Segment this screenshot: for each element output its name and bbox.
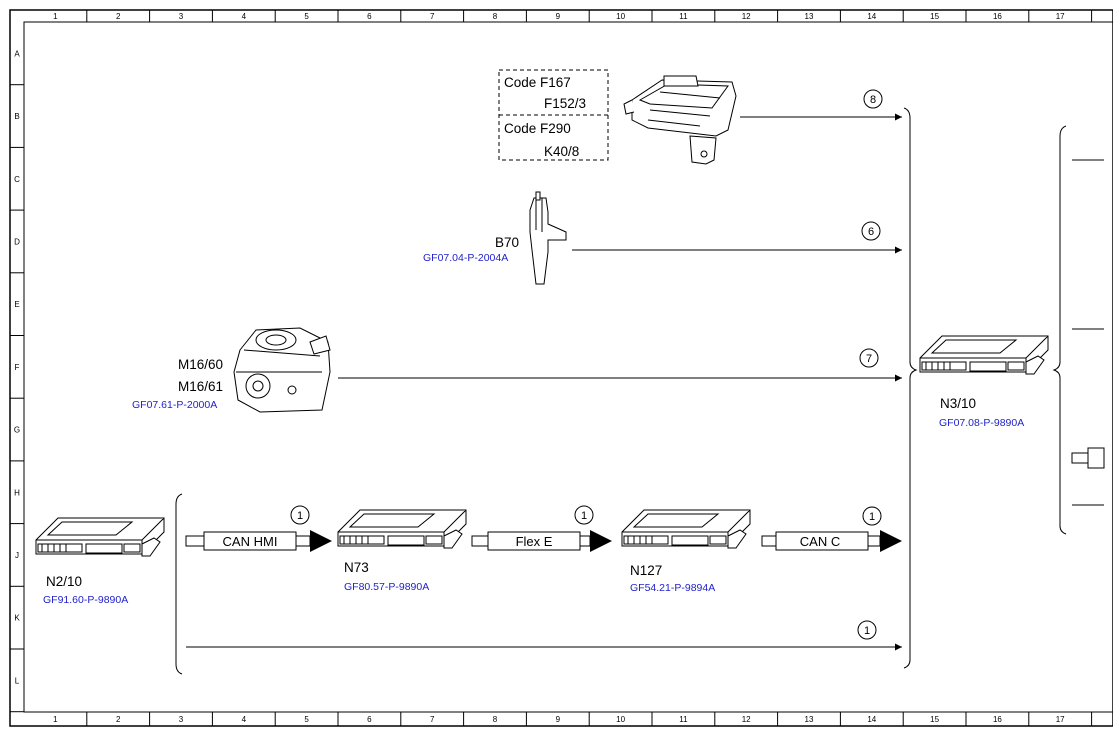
svg-text:1: 1 xyxy=(869,511,875,523)
grid-column-label: 12 xyxy=(742,12,751,21)
n2-10-label: N2/10 xyxy=(46,574,82,589)
svg-text:8: 8 xyxy=(870,94,876,106)
grid-column-label: 8 xyxy=(493,715,498,724)
grid-row-label: H xyxy=(14,488,20,497)
grid-row-label: F xyxy=(15,363,20,372)
grid-column-label: 3 xyxy=(179,715,184,724)
grid-column-label: 3 xyxy=(179,12,184,21)
grid-column-label: 2 xyxy=(116,12,121,21)
svg-text:1: 1 xyxy=(297,510,303,522)
grid-column-label: 16 xyxy=(993,12,1002,21)
grid-row-label: L xyxy=(15,676,20,685)
grid-row-label: D xyxy=(14,237,20,246)
grid-row-label: G xyxy=(14,426,20,435)
n3-10-ref: GF07.08-P-9890A xyxy=(939,417,1024,429)
svg-text:6: 6 xyxy=(868,226,874,238)
ezs-control-unit-icon xyxy=(337,509,467,549)
grid-column-label: 17 xyxy=(1056,12,1065,21)
grid-column-label: 1 xyxy=(53,715,58,724)
signal-circle-7: 7 xyxy=(859,348,879,368)
n3-10-label: N3/10 xyxy=(940,396,976,411)
signal-circle-bus-1: 1 xyxy=(290,505,310,525)
option-part-1: F152/3 xyxy=(544,96,586,111)
n73-label: N73 xyxy=(344,560,369,575)
n127-label: N127 xyxy=(630,563,662,578)
n127-ref: GF54.21-P-9894A xyxy=(630,582,715,594)
bus-can-c: CAN C xyxy=(761,530,902,552)
grid-column-label: 11 xyxy=(679,12,688,21)
option-code-2: Code F290 xyxy=(504,121,571,136)
b70-label: B70 xyxy=(495,235,519,250)
grid-column-label: 1 xyxy=(53,12,58,21)
svg-text:1: 1 xyxy=(864,625,870,637)
grid-column-label: 10 xyxy=(616,12,625,21)
bus-can-c-label: CAN C xyxy=(800,534,840,549)
m16-label-1: M16/60 xyxy=(178,357,223,372)
input-bracket-n3-10 xyxy=(903,107,918,669)
right-edge-partial xyxy=(1052,125,1105,535)
b70-ref: GF07.04-P-2004A xyxy=(423,252,508,264)
grid-row-label: A xyxy=(14,49,20,58)
grid-column-label: 5 xyxy=(304,12,309,21)
grid-column-label: 13 xyxy=(805,12,814,21)
grid-column-label: 6 xyxy=(367,12,372,21)
grid-column-label: 15 xyxy=(930,715,939,724)
bus-can-hmi-label: CAN HMI xyxy=(223,534,278,549)
throttle-actuator-icon xyxy=(233,327,331,413)
grid-column-label: 7 xyxy=(430,12,435,21)
grid-column-label: 2 xyxy=(116,715,121,724)
grid-column-label: 15 xyxy=(930,12,939,21)
svg-text:7: 7 xyxy=(866,353,872,365)
n2-10-ref: GF91.60-P-9890A xyxy=(43,594,128,606)
output-bracket-n2-10 xyxy=(175,493,183,675)
n73-ref: GF80.57-P-9890A xyxy=(344,581,429,593)
grid-column-label: 6 xyxy=(367,715,372,724)
bus-flex-e: Flex E xyxy=(471,530,612,552)
grid-column-label: 16 xyxy=(993,715,1002,724)
grid-column-label: 10 xyxy=(616,715,625,724)
grid-column-label: 7 xyxy=(430,715,435,724)
grid-column-label: 8 xyxy=(493,12,498,21)
grid-row-label: K xyxy=(14,614,20,623)
srs-control-unit-icon xyxy=(35,517,165,557)
grid-column-label: 14 xyxy=(867,12,876,21)
powertrain-control-unit-icon xyxy=(621,509,751,549)
option-box: Code F167 F152/3 Code F290 K40/8 xyxy=(498,69,609,161)
grid-column-label: 4 xyxy=(242,715,247,724)
grid-column-label: 11 xyxy=(679,715,688,724)
grid-row-label: E xyxy=(14,300,19,309)
grid-row-label: C xyxy=(14,175,20,184)
grid-column-label: 14 xyxy=(867,715,876,724)
fuse-relay-module-icon xyxy=(623,75,737,165)
grid-column-label: 9 xyxy=(556,12,561,21)
engine-control-unit-icon xyxy=(919,335,1049,375)
grid-row-label: B xyxy=(14,112,19,121)
grid-column-label: 9 xyxy=(556,715,561,724)
bus-can-hmi: CAN HMI xyxy=(185,530,332,552)
signal-circle-bottom: 1 xyxy=(857,620,877,640)
svg-text:1: 1 xyxy=(581,510,587,522)
signal-circle-6: 6 xyxy=(861,221,881,241)
signal-circle-8: 8 xyxy=(863,89,883,109)
grid-column-label: 4 xyxy=(242,12,247,21)
option-code-1: Code F167 xyxy=(504,75,571,90)
grid-row-labels: A B C D E F G H J K L xyxy=(10,49,24,713)
m16-label-2: M16/61 xyxy=(178,379,223,394)
signal-circle-bus-3: 1 xyxy=(862,506,882,526)
m16-ref: GF07.61-P-2000A xyxy=(132,399,217,411)
grid-column-label: 5 xyxy=(304,715,309,724)
grid-column-label: 17 xyxy=(1056,715,1065,724)
grid-column-label: 12 xyxy=(742,715,751,724)
grid-column-label: 13 xyxy=(805,715,814,724)
signal-circle-bus-2: 1 xyxy=(574,505,594,525)
option-part-2: K40/8 xyxy=(544,144,579,159)
bus-flex-e-label: Flex E xyxy=(516,534,553,549)
crankshaft-sensor-icon xyxy=(529,191,567,285)
grid-row-label: J xyxy=(15,551,19,560)
